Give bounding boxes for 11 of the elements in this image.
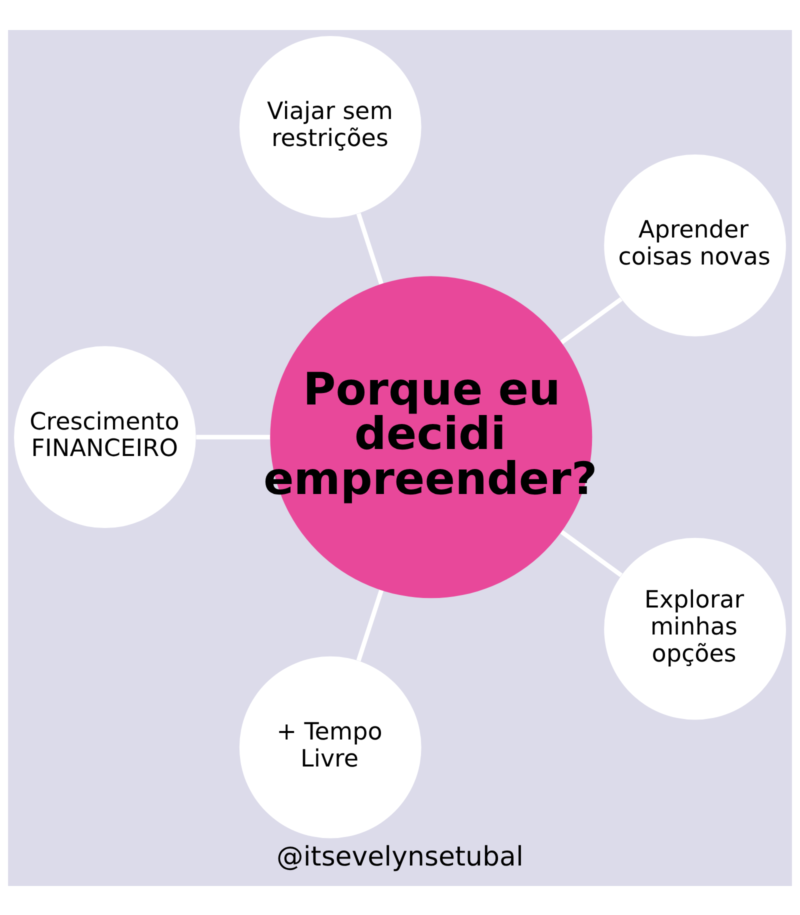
connector [356, 212, 384, 284]
connector [560, 296, 623, 344]
connector [196, 434, 270, 439]
node-circle: Explorar minhas opções [604, 537, 786, 720]
node-circle: Crescimento FINANCEIRO [14, 346, 196, 528]
caption: @itsevelynsetubal [276, 841, 524, 872]
node-circle: Viajar sem restrições [239, 35, 422, 218]
connector [356, 589, 384, 661]
connector [560, 530, 623, 577]
node-circle: Aprender coisas novas [604, 154, 786, 336]
node-circle: + Tempo Livre [239, 656, 422, 838]
